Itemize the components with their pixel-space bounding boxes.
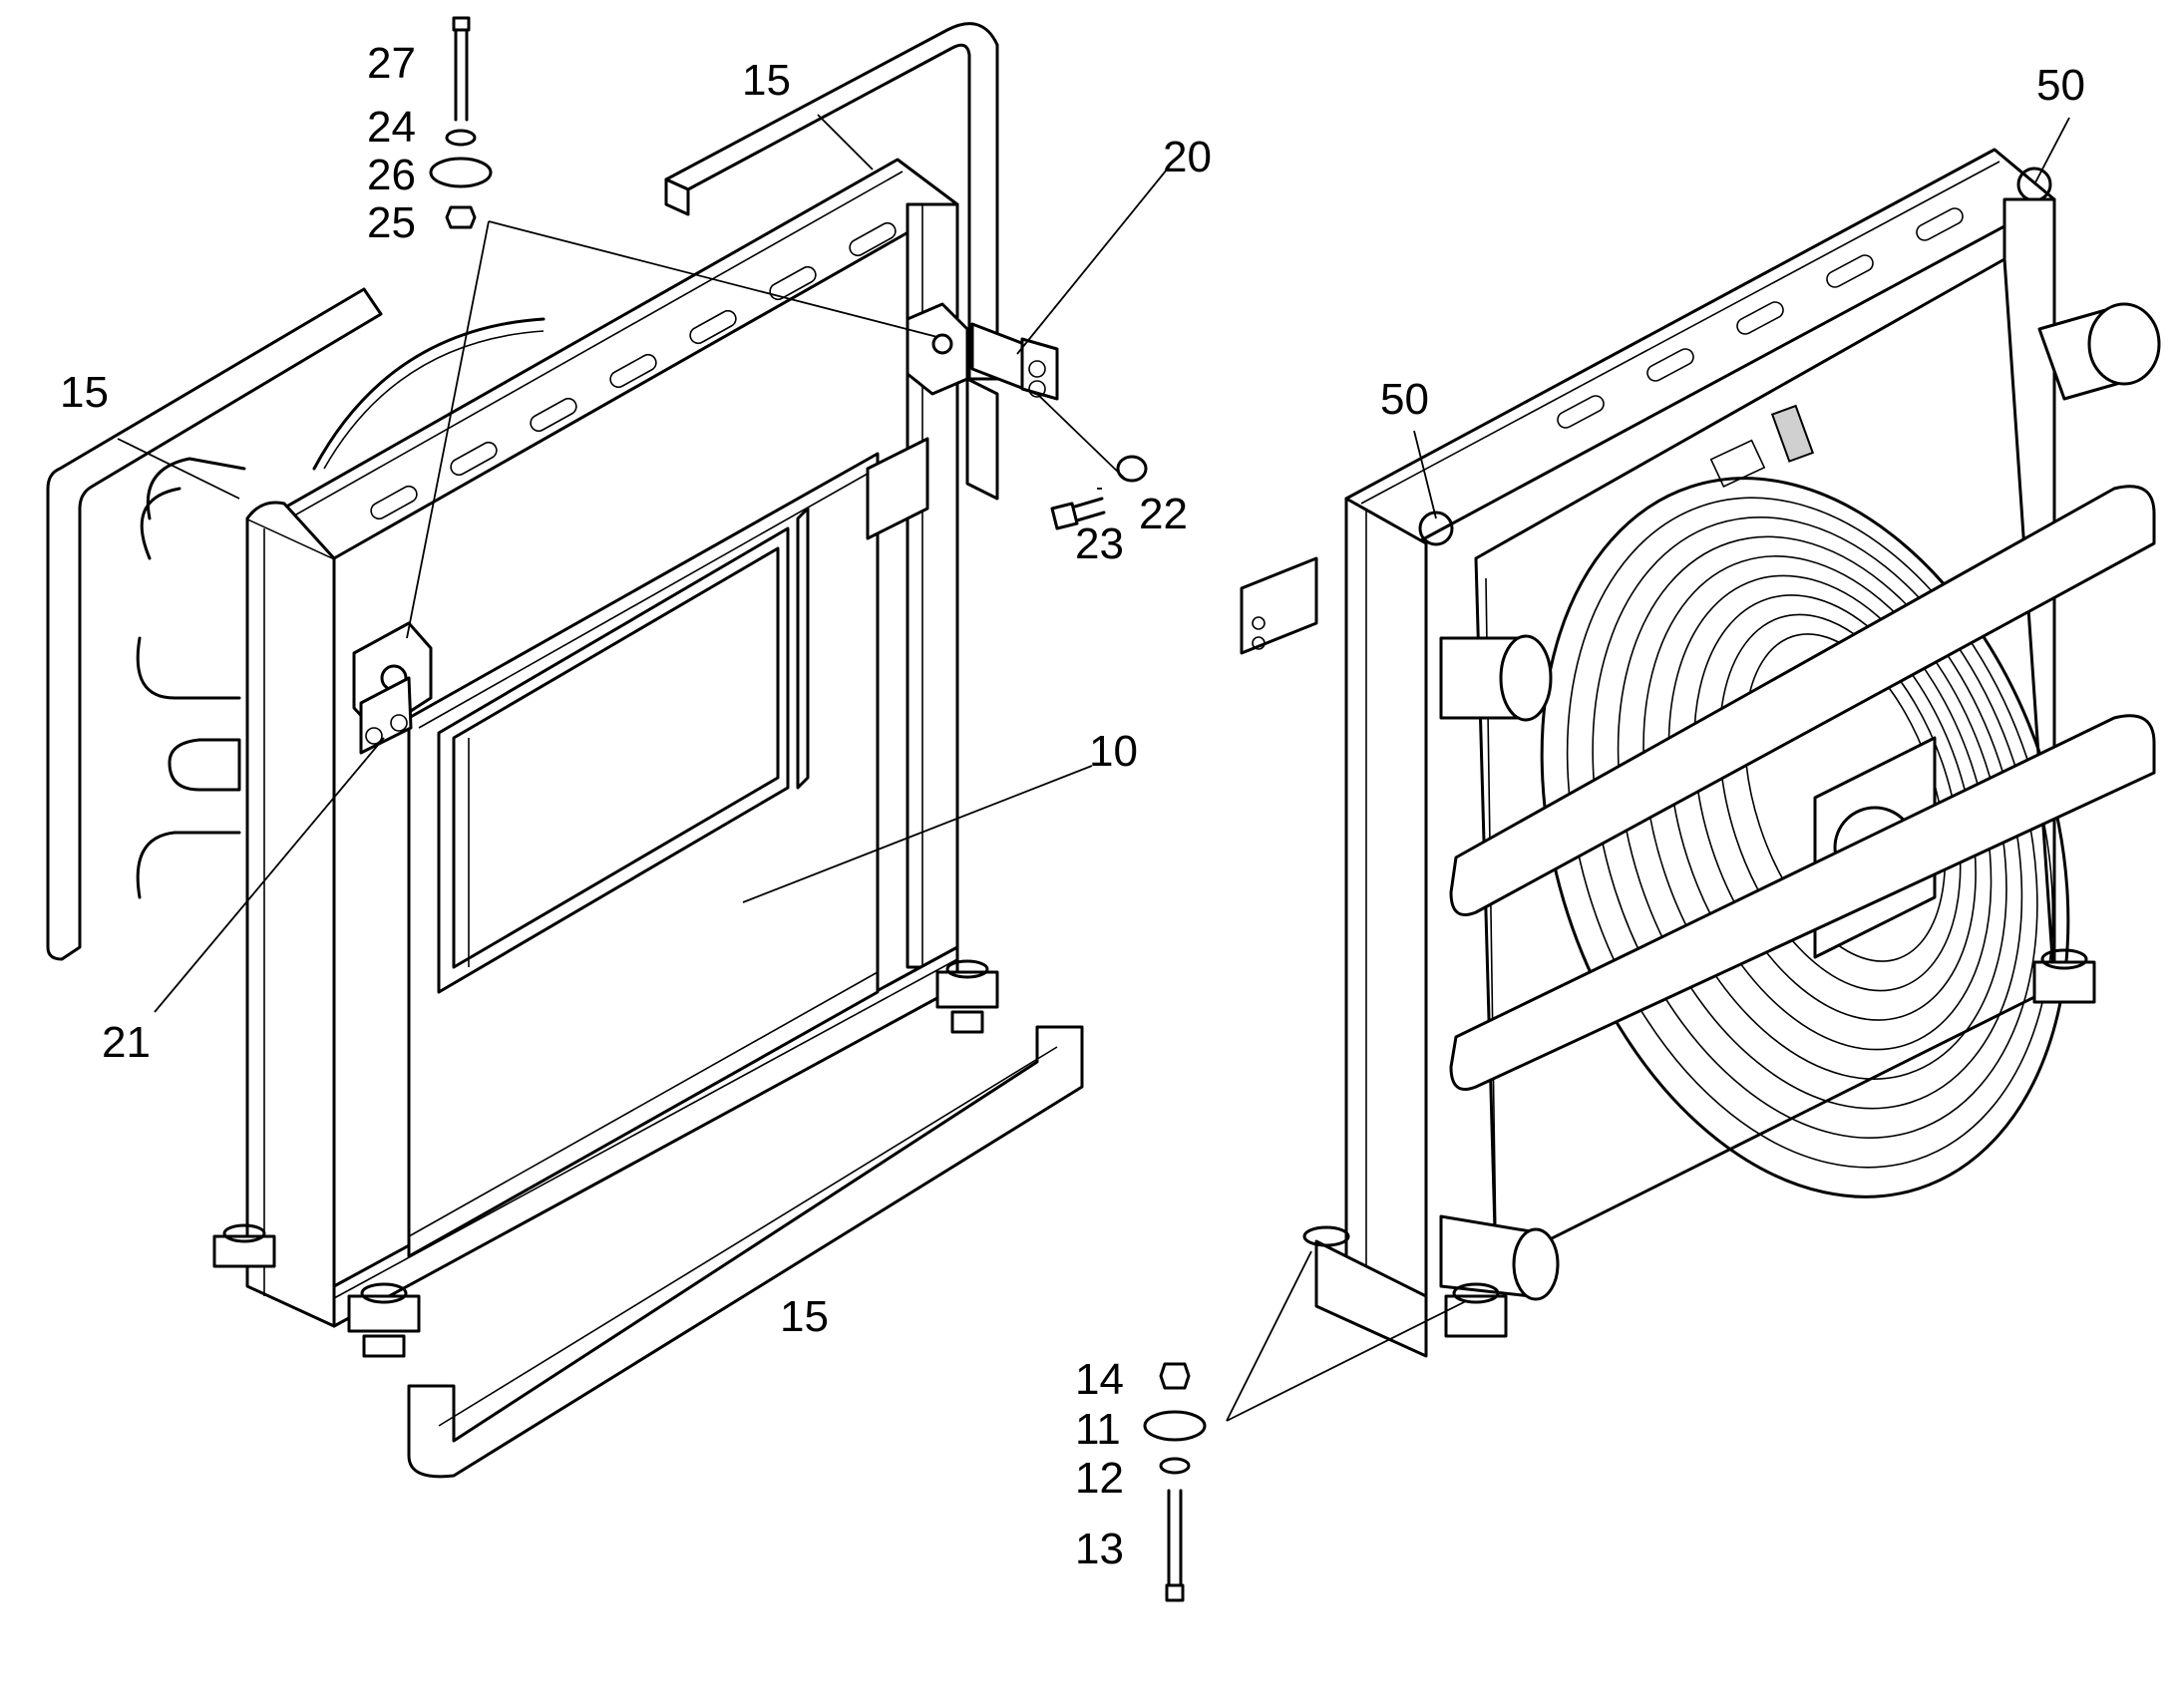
callout-50-left: 50 (1380, 375, 1429, 424)
callout-22: 22 (1139, 490, 1188, 538)
callout-50-top-right: 50 (2036, 61, 2085, 110)
callout-15-top: 15 (742, 56, 791, 105)
hardware-stack-top (429, 16, 493, 229)
callout-26: 26 (367, 151, 416, 199)
callout-10: 10 (1089, 727, 1138, 776)
nut-25 (445, 205, 477, 229)
callout-15-left: 15 (60, 368, 109, 417)
washer-22 (1116, 455, 1148, 483)
front-handle-lower (1449, 714, 2156, 1091)
callout-labels: 27 24 26 25 15 15 20 22 23 10 21 15 50 5… (60, 39, 2085, 1573)
washer-24 (445, 129, 477, 147)
washer-12 (1159, 1457, 1191, 1475)
bolt-23 (1050, 502, 1079, 530)
callout-24: 24 (367, 103, 416, 152)
bolt-27 (452, 16, 471, 32)
callout-15-bottom: 15 (780, 1292, 829, 1341)
leader-lines (117, 114, 2070, 1422)
callout-13: 13 (1075, 1525, 1124, 1573)
callout-21: 21 (102, 1018, 151, 1067)
callout-27: 27 (367, 39, 416, 88)
lift-eye-left (1418, 511, 1454, 546)
hardware-stack-bracket (1050, 455, 1148, 530)
callout-25: 25 (367, 198, 416, 247)
nut-14 (1159, 1362, 1191, 1390)
front-handle-upper (1449, 485, 2156, 916)
callout-12: 12 (1075, 1454, 1124, 1503)
top-handle (664, 22, 999, 381)
callout-14: 14 (1075, 1355, 1124, 1404)
callout-23: 23 (1075, 519, 1124, 568)
washer-26 (429, 157, 493, 188)
callout-20: 20 (1163, 133, 1212, 181)
left-side-handle (46, 287, 383, 961)
hardware-stack-bottom (1143, 1362, 1207, 1602)
bottom-handle (407, 1025, 1084, 1479)
left-radiator-assembly (46, 22, 1084, 1479)
right-beam-slots (1557, 207, 1964, 429)
fan-guard (1540, 477, 2070, 1198)
left-feet (212, 959, 999, 1358)
beam-slots (370, 221, 897, 520)
right-left-post (1344, 497, 1428, 1343)
callout-11: 11 (1075, 1405, 1121, 1454)
left-post (245, 516, 336, 1328)
washer-11 (1143, 1410, 1207, 1442)
bolt-13 (1165, 1583, 1185, 1602)
right-radiator-assembly (1240, 148, 2161, 1358)
